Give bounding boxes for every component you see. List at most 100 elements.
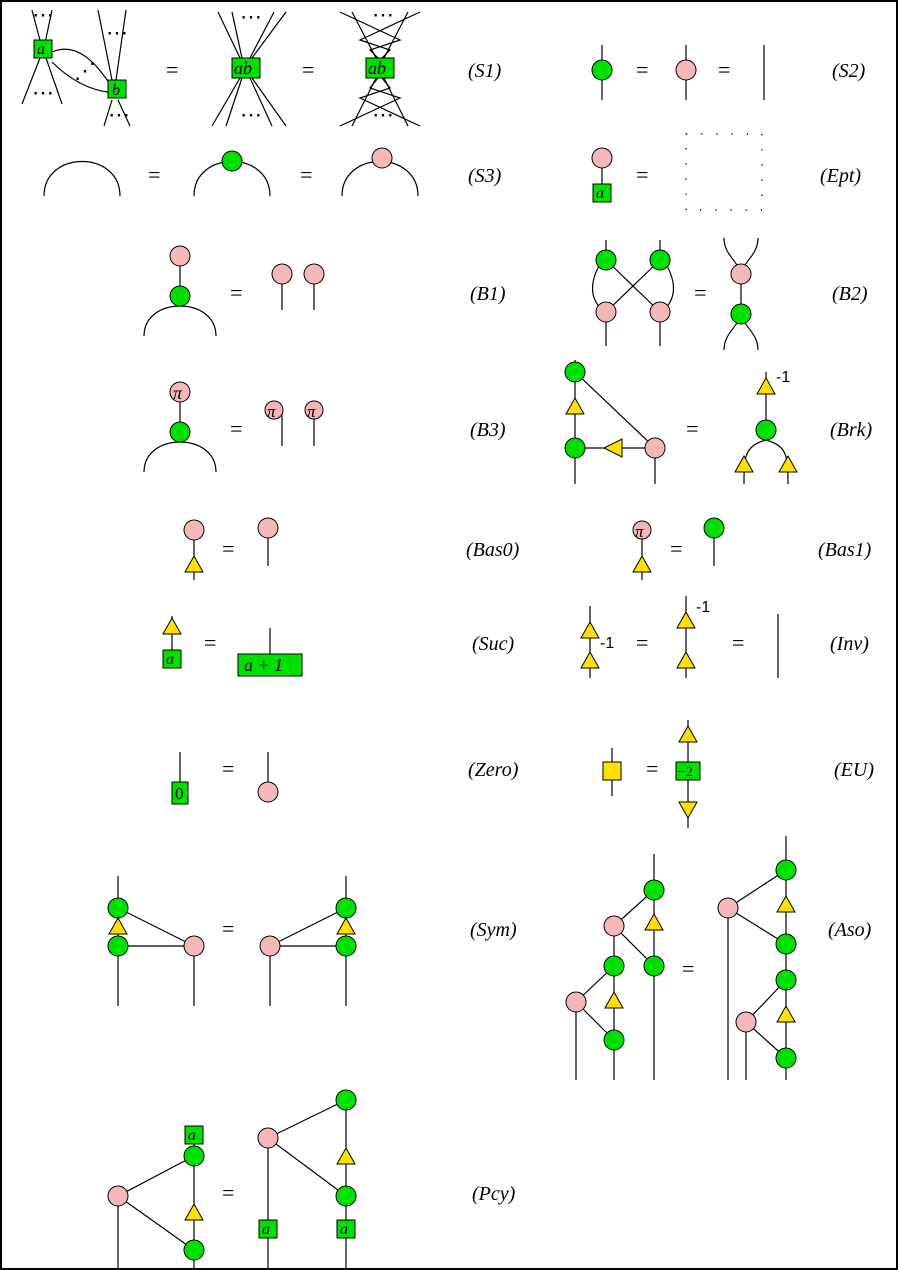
rule-bas1: π = — [632, 517, 725, 580]
yellow-triangle-aso-l2 — [604, 990, 624, 1009]
box-label-a-pcy-l: a — [188, 1127, 196, 1144]
label-suc: (Suc) — [472, 633, 515, 655]
dots-bottom-b: ⋯ — [108, 102, 130, 127]
yellow-triangle-aso-r1 — [776, 894, 796, 913]
yellow-triangle-aso-l1 — [644, 912, 664, 931]
inv-exp-1: -1 — [600, 635, 614, 652]
green-box-zero — [171, 781, 189, 805]
pink-spider-brk — [644, 437, 666, 459]
yellow-triangle-brk-l — [734, 454, 754, 473]
label-bas0: (Bas0) — [466, 539, 520, 561]
label-bas1: (Bas1) — [818, 539, 872, 561]
pink-spider-b2-bl — [595, 301, 617, 323]
rule-s1-mid: ⋯ ⋯ ab — [211, 4, 287, 127]
pink-pi-spider-b3 — [169, 381, 191, 403]
inv-exp-brk: -1 — [776, 369, 790, 386]
pink-spider-sym-r — [259, 935, 281, 957]
box-label-a-suc: a — [166, 651, 174, 668]
pink-spider-bas0 — [183, 519, 205, 541]
pi-label-b3: π — [173, 383, 183, 403]
rule-ept: a = — [591, 133, 763, 211]
equals-zero: = — [222, 756, 234, 781]
green-spider-aso-l3 — [643, 955, 665, 977]
rule-s3: = = — [43, 147, 419, 197]
box-label-a-pcy-r1: a — [262, 1221, 270, 1238]
green-box-minus-two — [675, 761, 701, 781]
inv-exp-2: -1 — [696, 599, 710, 616]
green-spider-b3 — [169, 421, 191, 443]
dots-bottom-ab: ⋯ — [240, 102, 262, 127]
rule-inv: -1 = -1 = — [580, 596, 779, 678]
label-s3: (S3) — [468, 165, 502, 187]
green-spider-pcy-r1 — [335, 1089, 357, 1111]
label-aso: (Aso) — [828, 919, 872, 941]
pink-pi-spider-b3-r2 — [304, 400, 324, 420]
pink-spider-bas0-r — [257, 517, 279, 539]
equals-s3-1: = — [148, 162, 160, 187]
green-box-a-pcy-r2 — [336, 1219, 356, 1239]
green-box-a-pcy-l — [184, 1125, 204, 1145]
pink-spider-aso-r2 — [735, 1011, 757, 1033]
green-spider-brk-bottom — [564, 437, 586, 459]
green-spider-s3 — [221, 150, 243, 172]
yellow-triangle-inv-2 — [580, 650, 600, 669]
green-box-a-ept — [592, 183, 612, 203]
green-box-b — [107, 79, 127, 99]
yellow-triangle-pcy-r — [336, 1146, 356, 1165]
green-spider-s2 — [591, 59, 613, 81]
yellow-triangle-bas0 — [184, 554, 204, 573]
green-box-a-suc — [162, 649, 182, 669]
label-sym: (Sym) — [470, 919, 517, 941]
green-spider-bas1 — [703, 517, 725, 539]
rule-s1-rhs: ⋯ ⋯ ab — [339, 2, 421, 127]
yellow-triangle-brk-r — [778, 454, 798, 473]
box-label-a: a — [37, 41, 45, 58]
rule-s1-lhs: ⋯ ⋯ ⋰ ⋯ ⋯ a b — [21, 2, 131, 127]
green-box-ab — [231, 57, 261, 79]
yellow-triangle-sym-l — [108, 916, 128, 935]
green-spider-aso-l2 — [603, 955, 625, 977]
label-b2: (B2) — [832, 283, 868, 305]
yellow-triangle-brk-inv — [756, 376, 776, 395]
green-spider-aso-r1 — [775, 859, 797, 881]
equals-bas0: = — [222, 536, 234, 561]
equals-brk: = — [686, 416, 698, 441]
pi-label-b3-r1: π — [267, 402, 276, 421]
equals-s3-2: = — [300, 162, 312, 187]
yellow-triangle-bas1 — [632, 554, 652, 573]
equals-s1-1: = — [166, 57, 178, 82]
green-spider-pcy-l1 — [183, 1145, 205, 1167]
rule-s2: = = — [591, 45, 765, 100]
equals-s2-1: = — [636, 57, 648, 82]
yellow-box-eu — [602, 761, 622, 781]
green-spider-brk-top — [564, 361, 586, 383]
dots-bottom-ab2: ⋯ — [372, 102, 394, 127]
green-box-a-pcy-r1 — [258, 1219, 278, 1239]
pink-pi-spider-b3-r1 — [264, 400, 284, 420]
box-label-minus-two: −2 — [678, 765, 693, 780]
equals-inv-1: = — [636, 630, 648, 655]
yellow-triangle-brk-left — [602, 438, 623, 458]
dots-top-a: ⋯ — [32, 2, 54, 27]
equals-bas1: = — [670, 536, 682, 561]
green-spider-brk-r — [755, 419, 777, 441]
yellow-triangle-brk-1 — [565, 396, 585, 415]
rule-b2: = — [591, 237, 759, 351]
rule-b3: π = π π — [143, 381, 324, 473]
label-zero: (Zero) — [468, 759, 519, 781]
equals-b2: = — [694, 280, 706, 305]
yellow-triangle-sym-r — [336, 916, 356, 935]
green-box-ab-2 — [365, 57, 395, 79]
green-box-a-plus-1 — [237, 653, 303, 677]
rule-sym: = — [107, 876, 357, 1006]
label-inv: (Inv) — [830, 633, 869, 655]
equals-b3: = — [230, 416, 242, 441]
green-spider-pcy-l2 — [183, 1239, 205, 1261]
equals-eu: = — [646, 756, 658, 781]
yellow-triangle-eu-top — [678, 724, 698, 743]
yellow-triangle-aso-r2 — [776, 1004, 796, 1023]
pi-label-b3-r2: π — [307, 402, 316, 421]
rule-zero: 0 = — [171, 752, 279, 805]
